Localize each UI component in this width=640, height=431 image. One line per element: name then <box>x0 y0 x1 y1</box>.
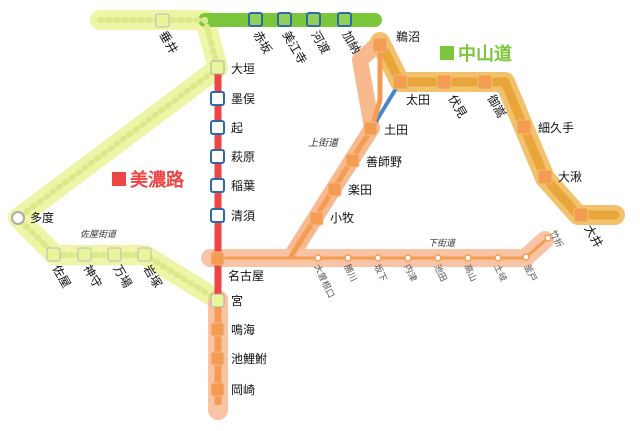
station-marker-ogaki[interactable] <box>210 60 225 75</box>
station-label-nagoya: 名古屋 <box>228 268 264 283</box>
station-label-narumi: 鳴海 <box>231 322 255 337</box>
station-label-okazaki: 岡崎 <box>231 383 255 397</box>
station-marker-toki[interactable] <box>494 254 502 262</box>
station-label-ozone: 大曽根口 <box>311 262 337 300</box>
station-label-tado: 多度 <box>30 210 54 225</box>
station-label-chiryu: 池鯉鮒 <box>231 352 267 366</box>
station-marker-tsuchida[interactable] <box>363 121 378 136</box>
station-marker-kano[interactable] <box>337 12 352 27</box>
station-label-hagiwara: 萩原 <box>231 150 255 164</box>
legend-swatch-nakasendo <box>440 46 454 60</box>
station-marker-ota[interactable] <box>392 74 408 90</box>
station-label-manba: 万場 <box>110 263 134 291</box>
route-label-saya: 佐屋街道 <box>80 229 118 240</box>
station-marker-godo[interactable] <box>306 12 321 27</box>
station-marker-okoshi[interactable] <box>210 120 225 135</box>
station-marker-tado[interactable] <box>11 211 25 225</box>
station-label-oi: 大井 <box>581 223 605 251</box>
station-label-sunomata: 墨俣 <box>231 92 255 106</box>
station-marker-miya[interactable] <box>210 293 225 308</box>
station-marker-ikeda[interactable] <box>434 254 442 262</box>
station-marker-tarui[interactable] <box>155 13 170 28</box>
station-marker-okazaki[interactable] <box>210 382 225 397</box>
station-marker-kamado[interactable] <box>522 253 530 261</box>
station-label-fushimi: 伏見 <box>445 93 469 121</box>
station-label-hosokute: 細久手 <box>538 121 574 135</box>
station-marker-sunomata[interactable] <box>210 91 225 106</box>
station-marker-chiryu[interactable] <box>210 351 225 366</box>
station-marker-akasaka[interactable] <box>248 12 263 27</box>
station-marker-komaki[interactable] <box>309 211 324 226</box>
station-label-komaki: 小牧 <box>330 211 354 225</box>
station-marker-ozone[interactable] <box>314 254 322 262</box>
station-marker-mitake[interactable] <box>477 74 493 90</box>
station-label-kiyosu: 清須 <box>231 209 255 223</box>
nakasendo-main-halo <box>370 32 625 225</box>
station-marker-katsukawa[interactable] <box>344 254 352 262</box>
station-marker-hagiwara[interactable] <box>210 149 225 164</box>
station-marker-gakuden[interactable] <box>327 182 342 197</box>
station-label-kamado: 釜戸 <box>521 262 539 283</box>
legend-swatch-minoji <box>112 172 126 186</box>
station-marker-fushimi[interactable] <box>436 74 452 90</box>
station-marker-utsutsu[interactable] <box>404 254 412 262</box>
station-label-akasaka: 赤坂 <box>250 29 274 57</box>
station-label-okute: 大湫 <box>558 170 582 184</box>
station-label-okoshi: 起 <box>231 121 243 135</box>
station-label-zenjino: 善師野 <box>366 154 402 169</box>
upper-road-halo <box>282 34 388 266</box>
station-marker-sakashita[interactable] <box>374 254 382 262</box>
legend-label-minoji: 美濃路 <box>130 169 185 191</box>
station-label-godo: 河渡 <box>308 28 333 56</box>
station-marker-mieji[interactable] <box>277 12 292 27</box>
station-marker-oi[interactable] <box>573 207 589 223</box>
route-label-lower: 下街道 <box>428 238 457 249</box>
station-marker-kiyosu[interactable] <box>210 208 225 223</box>
station-marker-narumi[interactable] <box>210 322 225 337</box>
station-marker-okute[interactable] <box>537 169 553 185</box>
station-label-miya: 宮 <box>231 293 243 308</box>
station-label-ogaki: 大垣 <box>231 62 255 76</box>
nakasendo-line <box>375 37 620 220</box>
station-marker-jimoku[interactable] <box>77 247 92 262</box>
station-label-jimoku: 神守 <box>80 263 104 291</box>
station-marker-hosokute[interactable] <box>516 119 532 135</box>
station-marker-manba[interactable] <box>107 247 122 262</box>
station-label-ota: 太田 <box>406 92 430 107</box>
station-marker-nagoya[interactable] <box>210 251 225 266</box>
station-label-unuma: 鵜沼 <box>396 30 420 44</box>
station-marker-iwatsuka[interactable] <box>137 247 152 262</box>
station-marker-unuma[interactable] <box>372 37 388 53</box>
station-label-gakuden: 楽田 <box>348 183 372 197</box>
route-label-upper: 上街道 <box>308 137 340 149</box>
station-label-tsuchida: 土田 <box>384 123 408 137</box>
station-marker-saya[interactable] <box>46 247 61 262</box>
station-label-saya: 佐屋 <box>49 263 73 291</box>
legend-label-nakasendo: 中山道 <box>458 43 512 65</box>
station-marker-inaba[interactable] <box>210 178 225 193</box>
station-marker-takenori[interactable] <box>544 234 552 242</box>
station-marker-takayama[interactable] <box>464 254 472 262</box>
station-label-tarui: 垂井 <box>156 29 180 57</box>
station-marker-zenjino[interactable] <box>345 153 360 168</box>
station-label-inaba: 稲葉 <box>231 179 255 193</box>
station-label-mieji: 美江寺 <box>279 29 309 67</box>
